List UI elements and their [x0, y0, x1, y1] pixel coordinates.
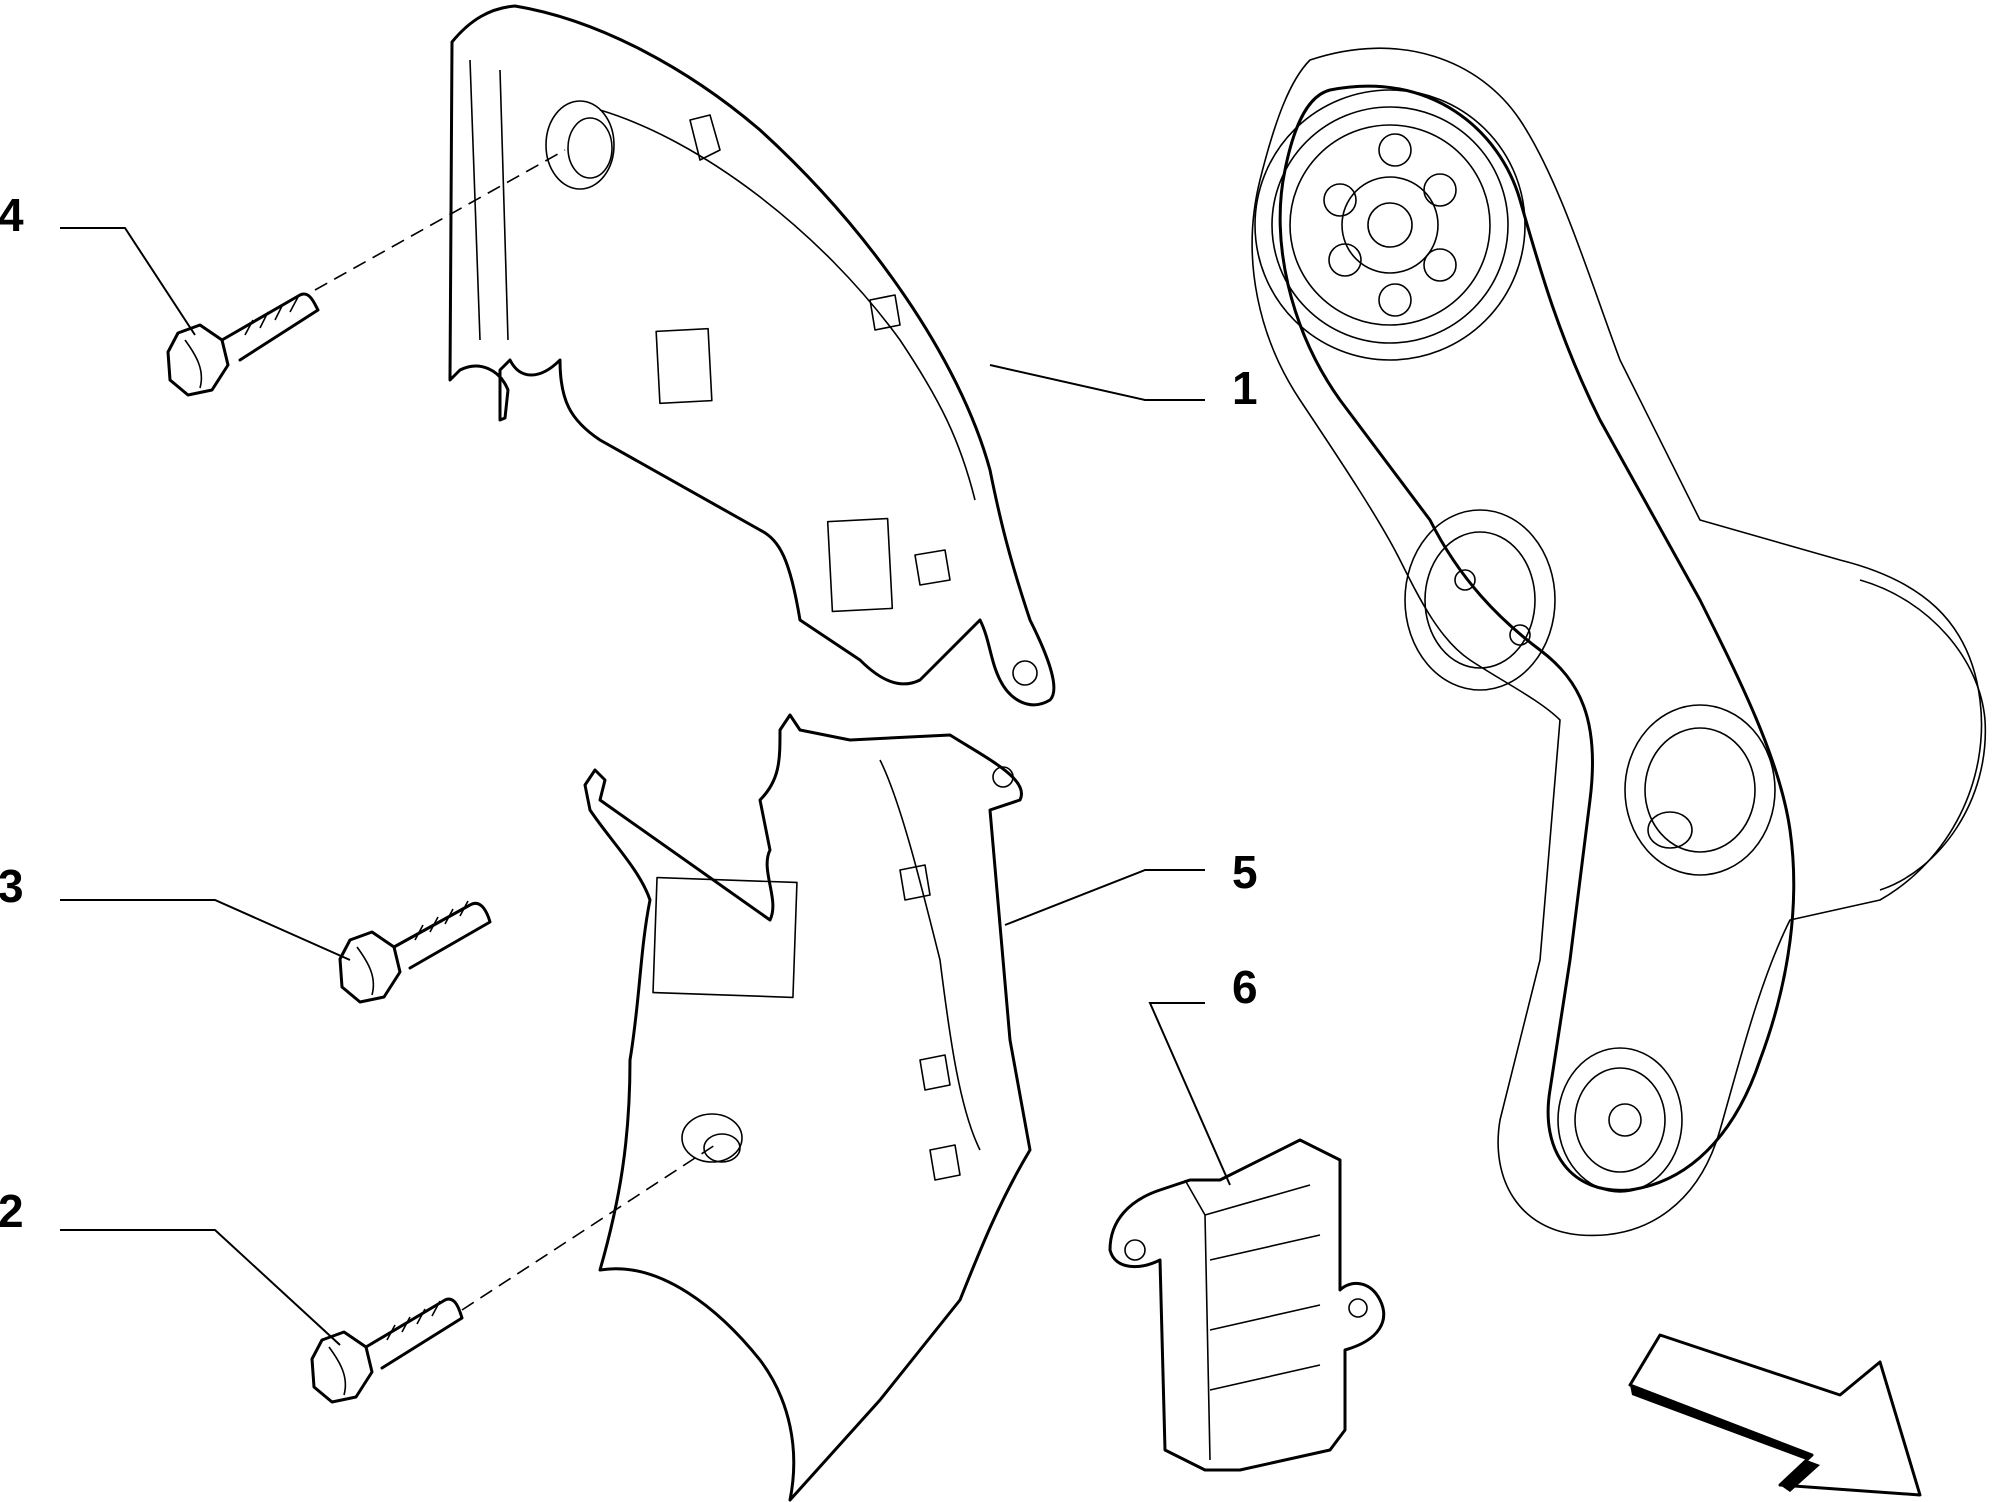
direction-arrow — [1628, 1333, 1922, 1497]
bolt-part-4[interactable] — [166, 292, 320, 397]
bolt-part-3[interactable] — [338, 900, 492, 1004]
bolt-part-2[interactable] — [310, 1297, 464, 1404]
timing-belt-assembly — [1251, 47, 1987, 1237]
assembly-guide-bolt-2 — [461, 1144, 716, 1311]
leader-line-2 — [60, 1229, 341, 1346]
callout-1[interactable]: 1 — [1232, 362, 1258, 414]
assembly-guide-bolt-4 — [314, 149, 566, 291]
callout-3[interactable]: 3 — [0, 860, 24, 912]
callout-6[interactable]: 6 — [1232, 961, 1258, 1013]
leader-line-3 — [60, 899, 351, 961]
leader-line-6 — [1148, 1002, 1231, 1186]
callout-5[interactable]: 5 — [1232, 846, 1258, 898]
upper-timing-cover-part-1[interactable] — [448, 4, 1056, 707]
leader-line-4 — [60, 227, 196, 336]
cover-plate-part-6[interactable] — [1108, 1138, 1386, 1472]
callout-2[interactable]: 2 — [0, 1185, 24, 1237]
leader-line-1 — [989, 364, 1205, 401]
callout-4[interactable]: 4 — [0, 189, 24, 241]
leader-line-5 — [1004, 869, 1205, 926]
lower-timing-cover-part-5[interactable] — [583, 713, 1032, 1502]
